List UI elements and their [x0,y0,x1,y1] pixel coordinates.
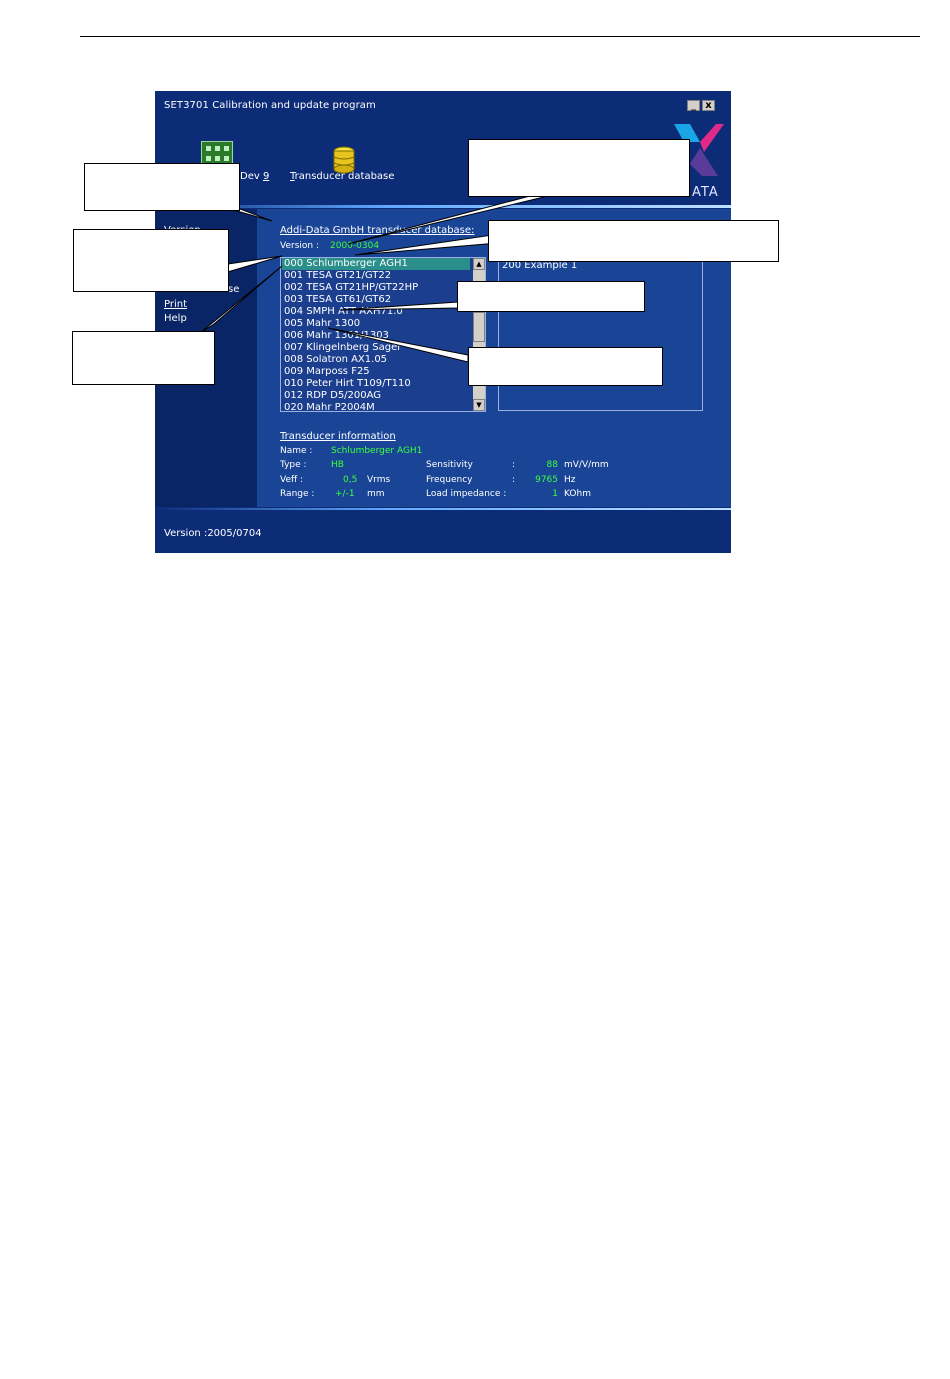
transducer-listbox[interactable]: 000 Schlumberger AGH1 001 TESA GT21/GT22… [280,257,486,412]
device-button[interactable]: Dev 9 [240,171,269,182]
database-label-rest: ransducer database [294,171,395,182]
list-item[interactable]: 006 Mahr 1301/1303 [284,330,389,341]
callout-box [72,331,215,385]
list-item[interactable]: 200 Example 1 [502,260,578,271]
range-unit: mm [367,489,385,499]
scroll-thumb[interactable] [473,312,485,342]
transducer-database-button[interactable]: Transducer database [290,171,394,182]
callout-box [468,347,663,386]
sensitivity-label: Sensitivity [426,460,473,470]
database-cylinder-icon[interactable] [332,146,356,174]
load-impedance-value: 1 [552,489,558,499]
type-value: HB [331,460,344,470]
minimize-button[interactable]: _ [687,100,700,111]
load-impedance-label: Load impedance : [426,489,507,499]
list-item[interactable]: 012 RDP D5/200AG [284,390,382,401]
range-value: +/-1 [335,489,355,499]
callout-box [488,220,779,262]
callout-box [73,229,229,292]
database-label-key: T [290,171,295,182]
title-bar: SET3701 Calibration and update program _… [155,91,731,117]
veff-label: Veff : [280,475,304,485]
callout-box [84,163,240,211]
list-item[interactable]: 004 SMPH ATT AXH71.0 [284,306,403,317]
list-item[interactable]: 005 Mahr 1300 [284,318,361,329]
list-item[interactable]: 001 TESA GT21/GT22 [284,270,392,281]
list-item[interactable]: 002 TESA GT21HP/GT22HP [284,282,419,293]
list-item[interactable]: 003 TESA GT61/GT62 [284,294,392,305]
sidebar-item-print[interactable]: Print [164,299,188,310]
program-version: Version :2005/0704 [164,528,262,539]
sidebar-item-help[interactable]: Help [164,313,187,324]
database-version-label: Version : [280,241,319,251]
header-divider [155,205,731,208]
name-value: Schlumberger AGH1 [331,446,423,456]
list-item[interactable]: 009 Marposs F25 [284,366,370,377]
list-item[interactable]: 000 Schlumberger AGH1 [282,258,470,270]
transducer-info-title: Transducer information [280,431,396,442]
name-label: Name : [280,446,313,456]
veff-unit: Vrms [367,475,391,485]
page-header-rule [80,36,920,37]
frequency-label: Frequency [426,475,473,485]
database-version-value: 2000-0304 [330,241,380,251]
addi-data-logo-icon [674,124,724,176]
sensitivity-colon: : [512,460,516,470]
type-label: Type : [280,460,307,470]
veff-value: 0,5 [343,475,358,485]
frequency-value: 9765 [535,475,558,485]
frequency-unit: Hz [564,475,576,485]
footer-divider [155,508,731,510]
list-item[interactable]: 020 Mahr P2004M [284,402,375,412]
frequency-colon: : [512,475,516,485]
range-label: Range : [280,489,315,499]
database-title: Addi-Data GmbH transducer database: [280,225,475,236]
scroll-up-icon[interactable]: ▲ [473,258,485,270]
device-label-key: 9 [262,171,270,182]
list-item[interactable]: 007 Klingelnberg Sager [284,342,402,353]
callout-box [468,139,690,197]
circuit-board-icon[interactable] [201,141,233,167]
logo-text: ATA [692,185,719,200]
list-item[interactable]: 008 Solatron AX1.05 [284,354,388,365]
sensitivity-unit: mV/V/mm [564,460,609,470]
window-title: SET3701 Calibration and update program [164,100,376,111]
close-button[interactable]: x [702,100,715,111]
list-item[interactable]: 010 Peter Hirt T109/T110 [284,378,411,389]
sensitivity-value: 88 [546,460,558,470]
callout-box [457,281,645,312]
load-impedance-unit: KOhm [564,489,591,499]
device-label-prefix: Dev [240,171,263,182]
scroll-down-icon[interactable]: ▼ [473,399,485,411]
